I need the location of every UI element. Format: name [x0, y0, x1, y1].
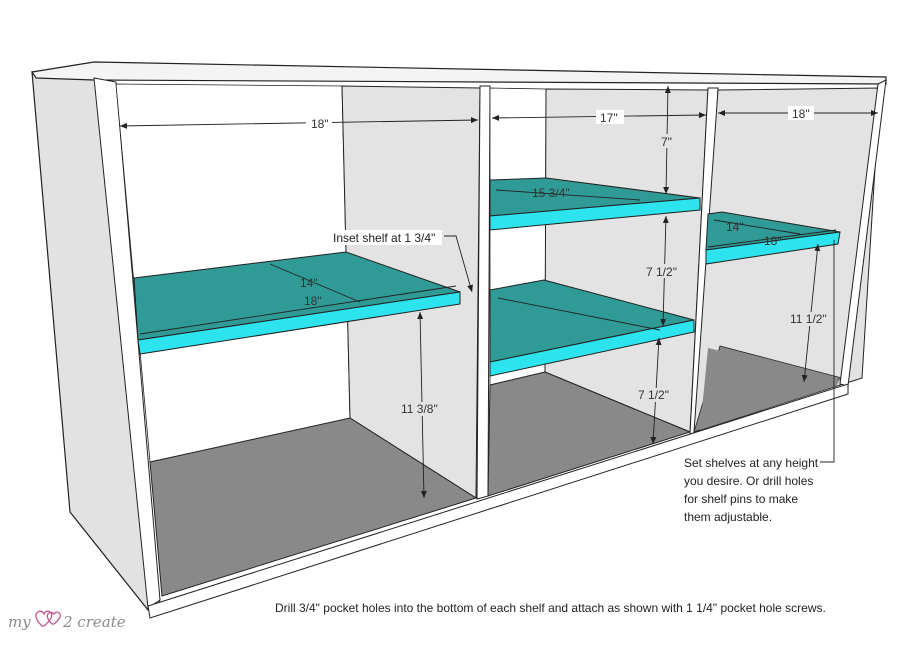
- middle-right-divider-face: [544, 88, 709, 433]
- heart-icon-second: [46, 611, 61, 625]
- right-height-label: 11 1/2": [790, 312, 827, 326]
- left-width-dimension-line: [119, 117, 479, 129]
- adjust-leader-line: [820, 240, 835, 463]
- left-shelf-width-label: 18": [304, 294, 322, 308]
- right-shelf-depth-label: 14": [726, 220, 744, 234]
- right-shelf-width-line: [707, 229, 837, 248]
- adjust-note-line-1: Set shelves at any height: [684, 456, 819, 470]
- heart-icon: [35, 610, 53, 627]
- adjust-note-line-3: for shelf pins to make: [684, 492, 798, 506]
- middle-bottom-shelf-line: [497, 297, 661, 331]
- brand-logo: my 2 create: [8, 610, 126, 631]
- left-compartment-floor: [149, 417, 478, 597]
- middle-width-label: 17": [600, 111, 618, 125]
- logo-text-right: 2 create: [62, 613, 126, 631]
- middle-bottom-gap-label: 7 1/2": [638, 388, 669, 402]
- bottom-front-rail: [147, 383, 849, 619]
- left-shelf-width-line: [139, 285, 457, 335]
- adjust-note-line-2: you desire. Or drill holes: [684, 474, 813, 488]
- left-shelf-depth-label: 14": [300, 276, 318, 290]
- logo-text-left: my: [8, 613, 31, 631]
- inset-note: Inset shelf at 1 3/4": [333, 231, 435, 245]
- right-shelf-depth-line: [713, 219, 801, 235]
- middle-top-shelf-edge: [489, 197, 701, 231]
- left-shelf-depth-line: [269, 263, 361, 303]
- left-height-label: 11 3/8": [401, 402, 438, 416]
- adjust-note-line-4: them adjustable.: [684, 510, 772, 524]
- middle-between-label: 7 1/2": [646, 265, 677, 279]
- left-panel-front-edge: [93, 77, 161, 609]
- right-compartment-back: [693, 87, 881, 433]
- right-width-label: 18": [792, 107, 810, 121]
- top-panel: [30, 61, 887, 85]
- right-shelf-width-label: 18": [764, 234, 782, 248]
- drill-note: Drill 3/4" pocket holes into the bottom …: [275, 601, 826, 615]
- middle-top-shelf-line: [495, 189, 641, 201]
- middle-top-gap-label: 7": [661, 135, 672, 149]
- left-width-label: 18": [311, 117, 329, 131]
- right-floor-fill: [700, 348, 840, 430]
- right-shelf-edge: [705, 231, 841, 265]
- left-shelf-edge: [137, 291, 461, 355]
- middle-bottom-shelf-edge: [489, 319, 695, 377]
- middle-top-shelf-label: 15 3/4": [532, 186, 570, 200]
- inset-leader-line: [444, 235, 473, 293]
